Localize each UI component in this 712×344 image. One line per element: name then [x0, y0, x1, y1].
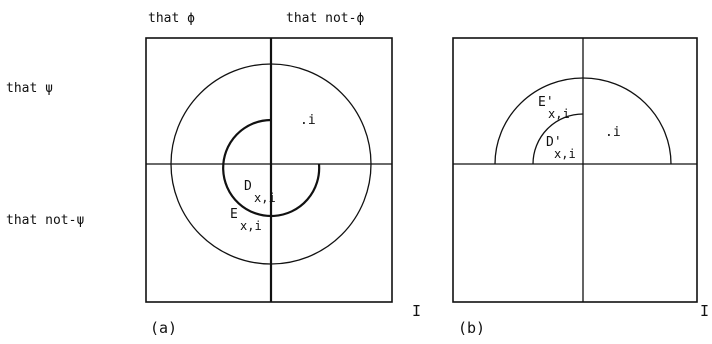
- panel-a-inner-region-letter: D: [244, 179, 252, 194]
- column-label-phi: that ϕ: [148, 11, 195, 26]
- panel-a-outer-circle: [170, 63, 372, 265]
- panel-b-caption: (b): [458, 319, 485, 337]
- panel-a-caption: (a): [150, 319, 177, 337]
- panel-a-inner-arc: [222, 118, 321, 218]
- panel-b-inner-arc: [532, 113, 584, 165]
- panel-b-point-i: .i: [605, 125, 621, 140]
- panel-a-outer-region-letter: E: [230, 207, 238, 222]
- panel-b-outer-region-letter: E': [538, 95, 554, 110]
- panel-a-corner-label: I: [412, 302, 421, 320]
- row-label-psi: that ψ: [6, 81, 53, 96]
- panel-a-outer-region-subscript: x,i: [240, 219, 262, 233]
- column-label-not-phi: that not-ϕ: [286, 11, 364, 26]
- panel-b-outer-region-subscript: x,i: [548, 107, 570, 121]
- panel-a: .i D x,i E x,i I (a): [145, 37, 421, 337]
- panel-b-inner-region-subscript: x,i: [554, 147, 576, 161]
- panel-b-frame: [452, 37, 698, 303]
- row-label-not-psi: that not-ψ: [6, 213, 84, 228]
- panel-a-inner-region-subscript: x,i: [254, 191, 276, 205]
- panel-a-frame: [145, 37, 393, 303]
- panel-b-inner-region-letter: D': [546, 135, 562, 150]
- panel-b-outer-arc: [494, 77, 672, 165]
- panel-b: .i E' x,i D' x,i I (b): [452, 37, 709, 337]
- panel-b-corner-label: I: [700, 302, 709, 320]
- panel-a-point-i: .i: [300, 113, 316, 128]
